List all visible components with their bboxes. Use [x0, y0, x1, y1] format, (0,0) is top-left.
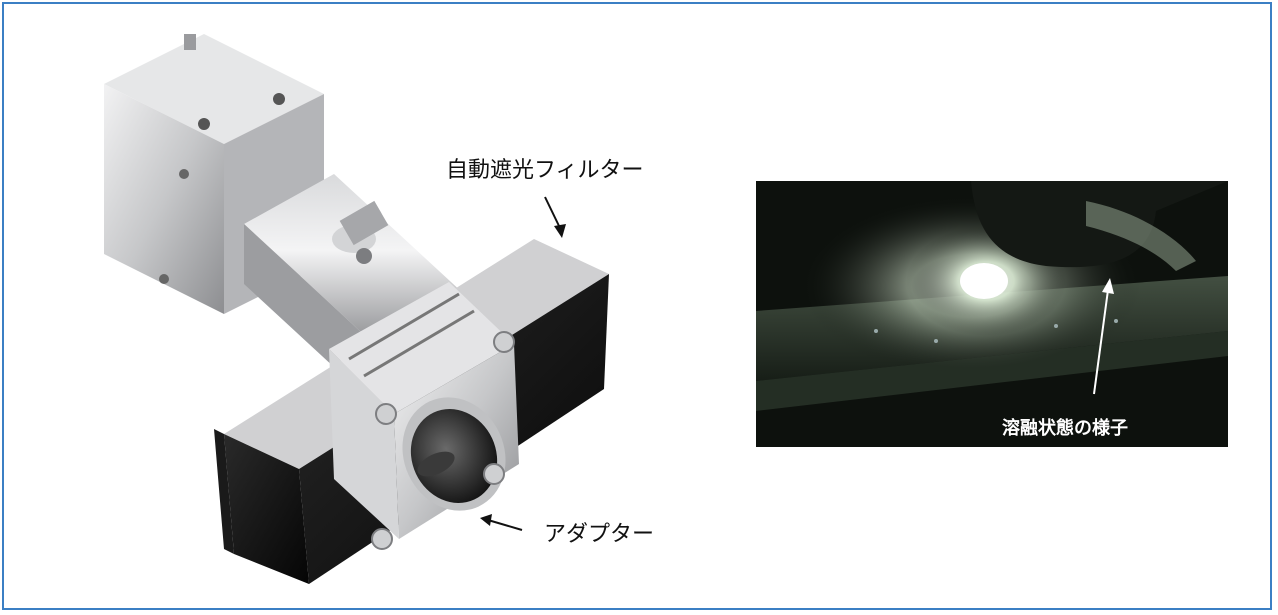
arrow-up-icon: [1093, 278, 1114, 395]
camera-illustration: [104, 34, 609, 584]
adapter-plate: [329, 282, 519, 550]
arrow-left-icon: [480, 514, 523, 531]
weld-pool-photo: [756, 181, 1228, 447]
filter-label: 自動遮光フィルター: [446, 158, 644, 183]
melt-state-caption: 溶融状態の様子: [1002, 418, 1128, 439]
arrow-down-icon: [544, 196, 566, 238]
adapter-label: アダプター: [544, 522, 655, 547]
